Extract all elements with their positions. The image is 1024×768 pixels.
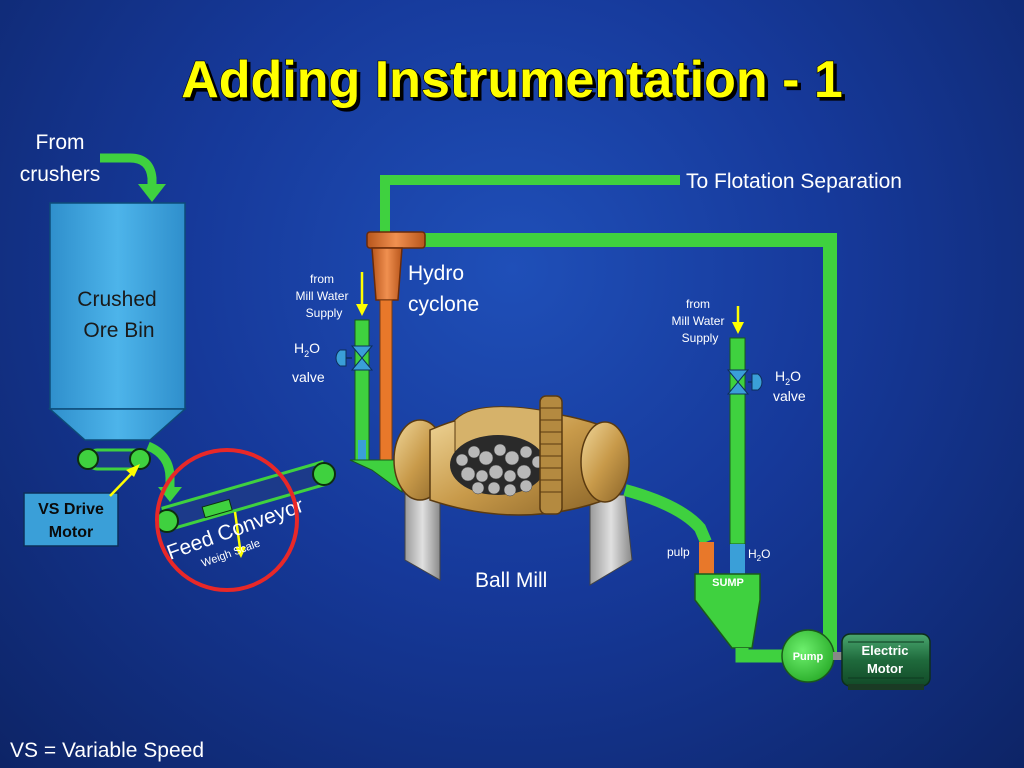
footnote: VS = Variable Speed xyxy=(10,739,204,762)
weigh-scale-signal xyxy=(233,511,242,549)
vs-motor-signal-arrowhead xyxy=(126,464,140,477)
valve-right-label: valve xyxy=(773,388,806,404)
water-supply-right-arrowhead xyxy=(732,322,744,334)
page-title: Adding Instrumentation - 1 xyxy=(181,51,843,109)
sump-water-inlet xyxy=(730,544,745,574)
sump-to-pump-pipe xyxy=(735,648,785,663)
crusher-feed-arrowhead xyxy=(138,184,166,202)
weigh-scale-arrowhead xyxy=(235,547,246,558)
water-pipe-left xyxy=(354,319,370,461)
electric-motor xyxy=(841,633,931,690)
vs-drive-motor-label-1: VS Drive xyxy=(38,501,104,518)
vs-drive-motor-label-2: Motor xyxy=(49,524,93,541)
ore-bin xyxy=(49,202,186,410)
hydrocyclone-label-1: Hydro xyxy=(408,262,464,285)
mill-discharge-pipe xyxy=(623,484,712,545)
valve-left-icon xyxy=(335,345,374,371)
water-supply-left-3: Supply xyxy=(306,306,343,320)
sump xyxy=(694,573,761,649)
pump-shaft xyxy=(833,652,843,660)
water-pipe-left-water xyxy=(358,440,366,462)
mill-feed-cone xyxy=(349,459,403,494)
pump-label: Pump xyxy=(793,651,824,663)
overflow-pipe xyxy=(380,175,680,238)
vs-motor-signal-line xyxy=(109,469,136,497)
bin-belt-pulley-left xyxy=(77,448,99,470)
valve-right-h2o: H2O xyxy=(775,368,801,387)
from-crushers-label-1: From xyxy=(36,131,85,154)
crusher-feed-arrow xyxy=(100,153,157,186)
sump-label: SUMP xyxy=(712,577,744,589)
valve-right-icon xyxy=(726,369,763,395)
ore-bin-label-1: Crushed xyxy=(77,288,156,311)
electric-motor-label-1: Electric xyxy=(862,643,909,658)
valve-left-label: valve xyxy=(292,369,325,385)
sump-water-label: H2O xyxy=(748,547,770,563)
water-supply-right-1: from xyxy=(686,297,710,311)
water-supply-left-1: from xyxy=(310,272,334,286)
from-crushers-label-2: crushers xyxy=(20,163,101,186)
ball-mill-label: Ball Mill xyxy=(475,569,547,592)
water-supply-left-arrowhead xyxy=(356,304,368,316)
ore-bin-label-2: Ore Bin xyxy=(83,319,154,342)
highlight-circle xyxy=(155,448,299,592)
water-supply-right-3: Supply xyxy=(682,331,719,345)
pulp-inlet xyxy=(699,542,714,574)
hydrocyclone xyxy=(366,231,426,461)
ball-mill xyxy=(393,395,633,586)
water-supply-left-2: Mill Water xyxy=(296,289,349,303)
flotation-label: To Flotation Separation xyxy=(686,170,902,193)
water-pipe-right xyxy=(729,337,746,545)
pulp-label: pulp xyxy=(667,545,690,559)
valve-left-h2o: H2O xyxy=(294,340,320,359)
hydrocyclone-label-2: cyclone xyxy=(408,293,479,316)
water-supply-right-2: Mill Water xyxy=(672,314,725,328)
ore-bin-hopper xyxy=(48,408,187,441)
vs-drive-motor xyxy=(23,492,119,547)
bin-belt-pulley-right xyxy=(129,448,151,470)
electric-motor-label-2: Motor xyxy=(867,661,903,676)
